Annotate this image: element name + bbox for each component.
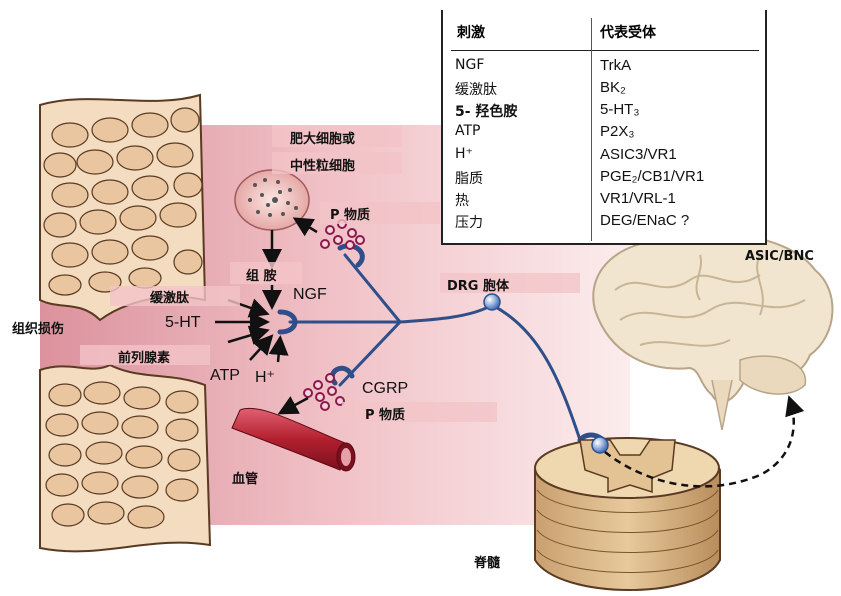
drg-soma bbox=[484, 294, 500, 310]
drg-label: DRG 胞体 bbox=[447, 275, 509, 294]
table-row-stimulus: 缓激肽 bbox=[455, 79, 497, 99]
mast-cell-label-line1: 肥大细胞或 bbox=[290, 128, 355, 147]
table-row-receptor: 5-HT₃ bbox=[600, 101, 639, 118]
stimulus-receptor-table: 刺激 代表受体 NGF TrkA 缓激肽 BK₂ 5- 羟色胺 5-HT₃ AT… bbox=[441, 10, 767, 245]
table-header-divider bbox=[451, 50, 759, 51]
ngf-label: NGF bbox=[293, 286, 327, 304]
table-row-stimulus: H⁺ bbox=[455, 146, 473, 162]
table-row-stimulus: ATP bbox=[455, 123, 480, 139]
table-row-receptor: DEG/ENaC ? bbox=[600, 212, 689, 229]
hydrogen-label: H⁺ bbox=[255, 367, 275, 387]
histamine-label: 组 胺 bbox=[246, 265, 277, 284]
table-row-stimulus: 脂质 bbox=[455, 168, 483, 188]
table-row-stimulus: 热 bbox=[455, 190, 469, 210]
table-column-divider bbox=[591, 18, 592, 241]
table-row-receptor: TrkA bbox=[600, 57, 631, 74]
tissue-injury-label: 组织损伤 bbox=[12, 318, 64, 337]
table-row-receptor: VR1/VRL-1 bbox=[600, 190, 676, 207]
spinal-cord bbox=[535, 438, 720, 590]
spinal-cord-label: 脊髓 bbox=[474, 552, 500, 571]
prostaglandin-label: 前列腺素 bbox=[118, 347, 170, 366]
substance-p-label-bottom: P 物质 bbox=[365, 404, 405, 423]
blood-vessel-label: 血管 bbox=[232, 468, 258, 487]
table-row-receptor: PGE₂/CB1/VR1 bbox=[600, 168, 704, 185]
bradykinin-label: 缓激肽 bbox=[150, 287, 189, 306]
mast-cell-label-line2: 中性粒细胞 bbox=[290, 155, 355, 174]
serotonin-label: 5-HT bbox=[165, 314, 201, 332]
table-header-receptor: 代表受体 bbox=[600, 22, 656, 42]
table-row-stimulus: 压力 bbox=[455, 212, 483, 232]
substance-p-label-top: P 物质 bbox=[330, 204, 370, 223]
dorsal-horn-terminal bbox=[592, 437, 608, 453]
epithelium-lower bbox=[40, 365, 210, 551]
table-row-receptor: BK₂ bbox=[600, 79, 626, 96]
table-row-receptor: P2X₃ bbox=[600, 123, 634, 140]
cgrp-label: CGRP bbox=[362, 380, 408, 398]
table-header-stimulus: 刺激 bbox=[457, 22, 485, 42]
atp-label: ATP bbox=[210, 367, 240, 385]
table-row-stimulus: NGF bbox=[455, 57, 484, 73]
brain-label: ASIC/BNC bbox=[745, 249, 814, 264]
table-row-stimulus: 5- 羟色胺 bbox=[455, 101, 517, 121]
table-row-receptor: ASIC3/VR1 bbox=[600, 146, 677, 163]
